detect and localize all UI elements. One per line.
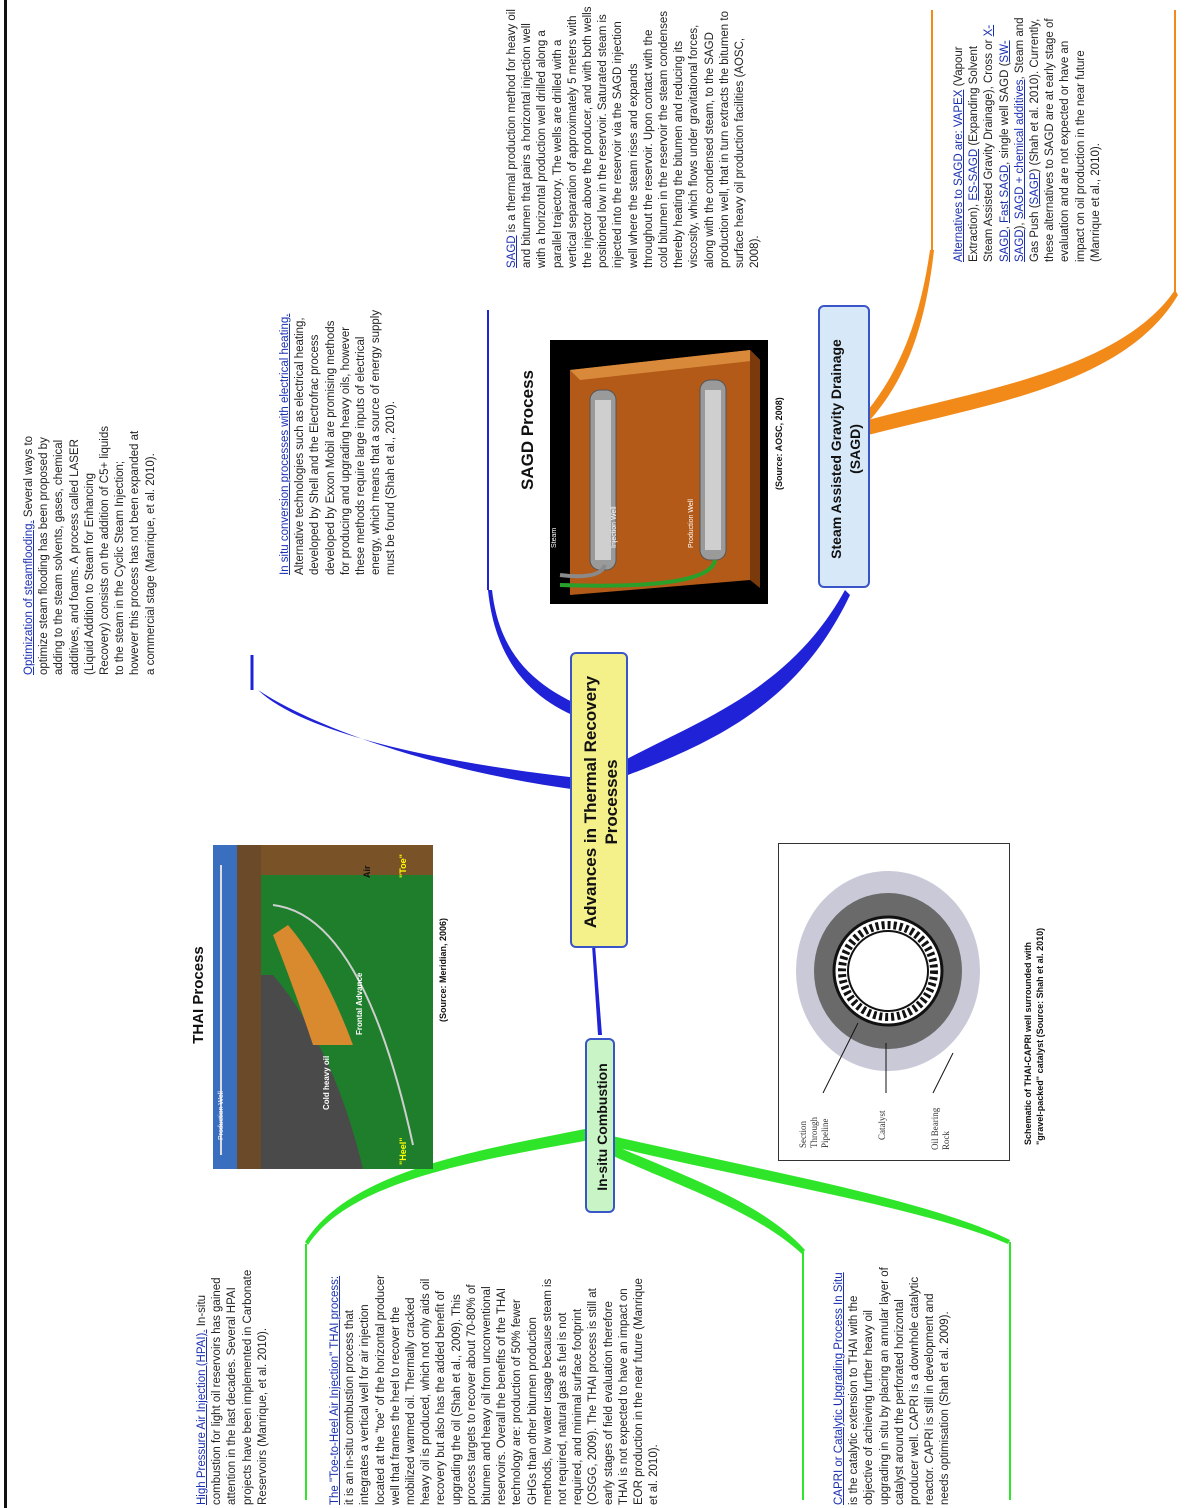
capri-schematic-image bbox=[778, 843, 1010, 1161]
link-es-sagd[interactable]: ES-SAGD bbox=[968, 148, 981, 201]
capri-label-rock: Oil Bearing Rock bbox=[930, 1107, 951, 1150]
thai-label-front-advance: Frontal Advance bbox=[355, 972, 364, 1035]
link-hpai[interactable]: High Pressure Air Injection (HPAI). bbox=[196, 1329, 208, 1505]
thai-caption: (Source: Meridian, 2006) bbox=[438, 917, 448, 1022]
sagd-figure-title: SAGD Process bbox=[518, 370, 537, 490]
thai-label-production-well: Production Well bbox=[218, 1091, 225, 1140]
central-node-label: Advances in Thermal Recovery Processes bbox=[581, 675, 621, 929]
thai-label-cold-heavy-oil: Cold heavy oil bbox=[322, 1055, 331, 1110]
sagd-label-steam: Steam bbox=[551, 527, 558, 548]
sagd-injection-pipe bbox=[589, 389, 617, 571]
note-sagd-description: SAGD is a thermal production method for … bbox=[506, 6, 762, 268]
capri-pipeline bbox=[847, 930, 929, 1012]
branch-hpai bbox=[305, 1128, 590, 1245]
sagd-node-label: Steam Assisted Gravity Drainage (SAGD) bbox=[828, 339, 863, 559]
link-sagd-chemical[interactable]: SAGD + chemical additives bbox=[1013, 79, 1026, 220]
sagd-process-image bbox=[550, 340, 768, 604]
capri-label-catalyst: Catalyst bbox=[877, 1110, 887, 1141]
sagd-caption: (Source: AOSC, 2008) bbox=[774, 397, 784, 490]
insitu-node-label: In-situ Combustion bbox=[594, 1063, 610, 1191]
link-vapex[interactable]: Alternatives to SAGD are: VAPEX bbox=[953, 89, 965, 262]
link-sagd[interactable]: SAGD bbox=[506, 235, 518, 268]
thai-label-toe: "Toe" bbox=[398, 854, 408, 878]
branch-thai bbox=[600, 1140, 805, 1254]
thai-figure-title: THAI Process bbox=[190, 946, 207, 1044]
branch-insitu bbox=[592, 945, 602, 1035]
link-fast-sagd[interactable]: Fast SAGD bbox=[998, 164, 1011, 224]
link-thai[interactable]: The "Toe-to-Heel Air Injection" THAI pro… bbox=[329, 1275, 341, 1505]
branch-capri bbox=[606, 1135, 1010, 1244]
link-electrical[interactable]: In situ conversion processes with electr… bbox=[279, 313, 291, 575]
link-steamflooding[interactable]: Optimization of steamflooding. bbox=[23, 520, 35, 675]
note-capri: CAPRI or Catalytic Upgrading Process In … bbox=[833, 1267, 952, 1505]
branch-sagd-desc bbox=[868, 250, 934, 420]
note-hpai: High Pressure Air Injection (HPAI). In-s… bbox=[196, 1269, 269, 1505]
note-electrical: In situ conversion processes with electr… bbox=[279, 309, 398, 575]
branch-sagd bbox=[625, 590, 850, 775]
capri-label-section: Section Through Pipeline bbox=[798, 1117, 830, 1148]
branch-steamflooding bbox=[252, 660, 578, 790]
central-node[interactable]: Advances in Thermal Recovery Processes bbox=[570, 652, 628, 948]
sagd-node[interactable]: Steam Assisted Gravity Drainage (SAGD) bbox=[818, 305, 870, 588]
capri-caption: Schematic of THAI-CAPRI well surrounded … bbox=[1023, 927, 1045, 1145]
thai-process-image bbox=[213, 845, 433, 1169]
link-capri[interactable]: CAPRI or Catalytic Upgrading Process In … bbox=[833, 1272, 845, 1505]
page-border bbox=[4, 0, 7, 1508]
note-sagd-alternatives: Alternatives to SAGD are: VAPEX (Vapour … bbox=[953, 17, 1102, 262]
sagd-label-injection: Injection Well bbox=[611, 506, 618, 548]
thai-label-heel: "Heel" bbox=[398, 1137, 408, 1165]
branch-electrical bbox=[488, 590, 595, 720]
sagd-production-pipe bbox=[699, 379, 727, 561]
sagd-label-production: Production Well bbox=[688, 499, 695, 548]
link-sagp[interactable]: SAGP bbox=[1029, 172, 1042, 205]
note-steamflooding: Optimization of steamflooding. Several w… bbox=[23, 426, 157, 675]
insitu-node[interactable]: In-situ Combustion bbox=[585, 1038, 615, 1213]
thai-label-air: Air bbox=[362, 865, 372, 878]
note-thai: The "Toe-to-Heel Air Injection" THAI pro… bbox=[329, 1274, 661, 1505]
branch-alternatives bbox=[868, 290, 1178, 435]
